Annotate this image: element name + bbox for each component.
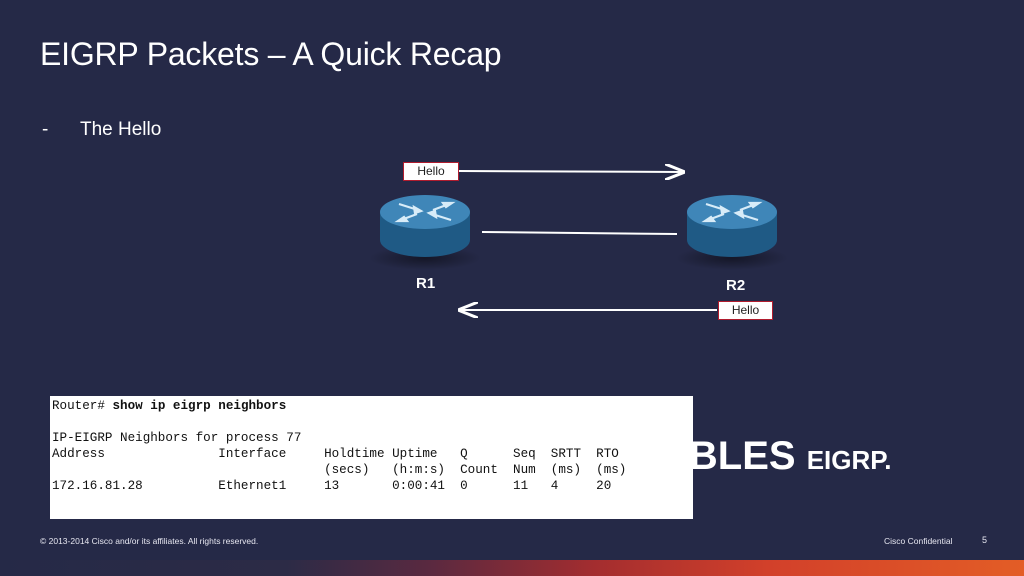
router-label-r1: R1: [416, 275, 436, 292]
terminal-command-line: Router# show ip eigrp neighbors: [52, 398, 693, 414]
bullet-item: - The Hello: [42, 119, 161, 141]
bullet-text: The Hello: [80, 119, 162, 140]
bullet-dash: -: [42, 119, 49, 140]
terminal-neighbor-row: 172.16.81.28 Ethernet1 13 0:00:41 0 11 4…: [52, 479, 612, 493]
brand-gradient-bar: [0, 560, 1024, 576]
footer-copyright: © 2013-2014 Cisco and/or its affiliates.…: [40, 536, 259, 546]
router-label-r2: R2: [726, 277, 746, 294]
footer-confidential: Cisco Confidential: [884, 536, 953, 546]
background-heading-small: EIGRP.: [806, 445, 892, 475]
terminal-process-line: IP-EIGRP Neighbors for process 77: [52, 431, 302, 445]
link-line: [481, 231, 678, 235]
router-icon: [676, 195, 788, 270]
page-number: 5: [982, 535, 988, 545]
terminal-prompt: Router#: [52, 399, 113, 413]
hello-label-bottom: Hello: [718, 301, 773, 320]
slide-title: EIGRP Packets – A Quick Recap: [40, 36, 502, 72]
terminal-command: show ip eigrp neighbors: [112, 399, 287, 413]
terminal-header-units-row: (secs) (h:m:s) Count Num (ms) (ms): [52, 463, 627, 477]
hello-arrow-top: [457, 171, 683, 172]
terminal-header-row: Address Interface Holdtime Uptime Q Seq …: [52, 447, 619, 461]
terminal-output: Router# show ip eigrp neighbors IP-EIGRP…: [50, 396, 693, 519]
hello-label-top: Hello: [403, 162, 459, 181]
terminal-blank-line: [52, 414, 693, 430]
router-icon: [369, 195, 481, 270]
background-heading: ABLES EIGRP.: [660, 434, 891, 479]
